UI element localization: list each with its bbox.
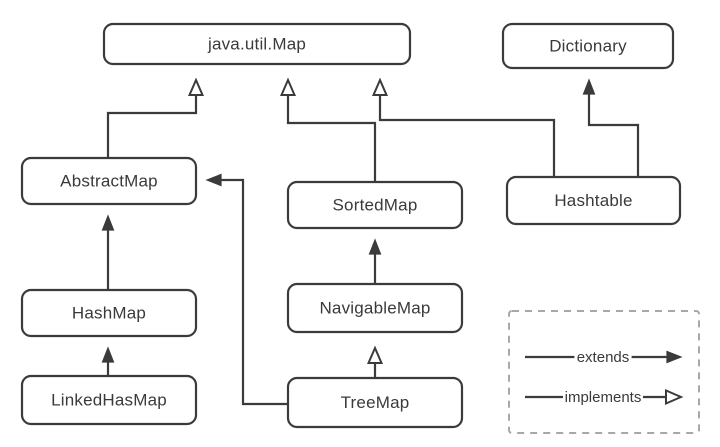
edge-hashmap-extends-abstractmap xyxy=(101,214,115,290)
implements-arrowhead-icon xyxy=(371,77,389,96)
edge-linked-extends-hashmap xyxy=(101,346,115,376)
class-node-box xyxy=(286,180,464,230)
legend-label: extends xyxy=(577,349,630,366)
class-node-sortedmap[interactable]: SortedMap xyxy=(286,180,464,230)
edge-treemap-implements-navigable xyxy=(366,345,384,378)
class-node-label: SortedMap xyxy=(333,195,418,214)
edge-sortedmap-implements-map xyxy=(279,77,377,182)
edges-layer xyxy=(101,77,640,406)
class-node-box xyxy=(20,288,198,338)
legend-item-implements: implements xyxy=(525,388,684,406)
edge-navigable-implements-sorted xyxy=(368,238,382,284)
class-node-hashtable[interactable]: Hashtable xyxy=(505,175,682,226)
class-node-map[interactable]: java.util.Map xyxy=(102,22,412,66)
extends-arrowhead-icon xyxy=(666,350,683,364)
class-node-box xyxy=(501,22,675,70)
implements-arrowhead-icon xyxy=(665,388,684,406)
edge-treemap-extends-abstractmap xyxy=(205,173,288,406)
edge-line xyxy=(378,95,556,177)
class-node-hashmap[interactable]: HashMap xyxy=(20,288,198,338)
edge-hashtable-extends-dictionary xyxy=(582,78,640,177)
implements-arrowhead-icon xyxy=(187,77,205,96)
class-node-box xyxy=(505,175,682,226)
legend-frame xyxy=(508,310,700,434)
class-node-box xyxy=(286,376,464,429)
class-node-label: Dictionary xyxy=(549,36,627,55)
implements-arrowhead-icon xyxy=(279,77,297,96)
class-node-label: AbstractMap xyxy=(60,171,158,190)
class-node-label: HashMap xyxy=(72,303,146,322)
class-node-navigablemap[interactable]: NavigableMap xyxy=(286,282,464,334)
edge-abstractmap-implements-map xyxy=(106,77,205,158)
class-node-dictionary[interactable]: Dictionary xyxy=(501,22,675,70)
edge-hashtable-implements-map xyxy=(371,77,556,177)
edge-line xyxy=(286,95,377,182)
implements-arrowhead-icon xyxy=(366,345,384,364)
nodes-layer: java.util.Map DictionaryAbstractMapSorted… xyxy=(20,22,682,429)
edge-line xyxy=(106,95,198,158)
class-node-box xyxy=(20,156,198,206)
class-node-label: LinkedHasMap xyxy=(51,390,167,409)
class-node-label: TreeMap xyxy=(341,393,410,412)
class-node-abstractmap[interactable]: AbstractMap xyxy=(20,156,198,206)
legend-item-extends: extends xyxy=(525,349,683,366)
class-node-box xyxy=(20,374,198,426)
class-node-box xyxy=(286,282,464,334)
class-node-linkedhasmap[interactable]: LinkedHasMap xyxy=(20,374,198,426)
extends-arrowhead-icon xyxy=(205,173,222,187)
extends-arrowhead-icon xyxy=(368,238,382,255)
extends-arrowhead-icon xyxy=(101,214,115,231)
class-node-label: Hashtable xyxy=(554,191,632,210)
edge-line xyxy=(587,93,640,177)
legend-layer: extends implements xyxy=(508,310,700,434)
class-node-box xyxy=(102,22,412,66)
extends-arrowhead-icon xyxy=(582,78,596,95)
legend-label: implements xyxy=(565,389,642,406)
edge-line xyxy=(220,178,288,406)
class-node-treemap[interactable]: TreeMap xyxy=(286,376,464,429)
extends-arrowhead-icon xyxy=(101,346,115,363)
class-node-label: java.util.Map xyxy=(207,34,306,53)
class-node-label: NavigableMap xyxy=(319,298,430,317)
